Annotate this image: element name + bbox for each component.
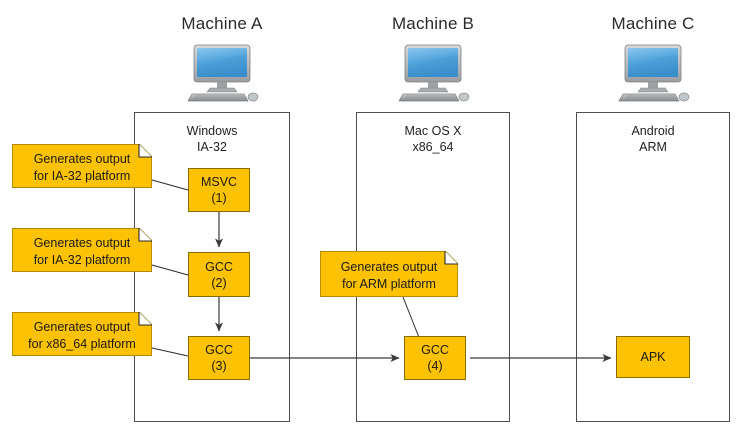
machine-c-os-arch: ARM [639, 140, 667, 154]
note-msvc[interactable]: Generates output for IA-32 platform [12, 144, 152, 188]
node-gcc-4-name: GCC [421, 343, 449, 357]
machine-b-title: Machine B [391, 14, 475, 33]
note-msvc-text: Generates output for IA-32 platform [12, 144, 152, 188]
note-gcc4-text: Generates output for ARM platform [320, 251, 458, 297]
note-gcc4-line1: Generates output [340, 259, 438, 274]
note-gcc3-line1: Generates output [33, 319, 131, 334]
machine-b-os-name: Mac OS X [404, 124, 462, 138]
machine-a-os-name: Windows [186, 124, 238, 138]
note-shape-icon [12, 228, 152, 272]
node-gcc-4[interactable]: GCC (4) [404, 336, 466, 380]
note-gcc3[interactable]: Generates output for x86_64 platform [12, 312, 152, 356]
node-apk-label: APK [640, 350, 666, 364]
node-gcc-2[interactable]: GCC (2) [188, 252, 250, 297]
note-gcc4[interactable]: Generates output for ARM platform [320, 251, 458, 297]
machine-c-os-label: Android ARM [577, 123, 729, 155]
machine-a-title: Machine A [181, 14, 263, 33]
note-shape-icon [320, 251, 458, 297]
machine-b-computer-icon [396, 43, 470, 103]
note-gcc2[interactable]: Generates output for IA-32 platform [12, 228, 152, 272]
machine-a-computer-icon [185, 43, 259, 103]
node-gcc-2-name: GCC [205, 259, 233, 274]
node-apk[interactable]: APK [616, 336, 690, 378]
node-gcc-3[interactable]: GCC (3) [188, 336, 250, 380]
note-gcc2-line1: Generates output [33, 235, 131, 250]
note-shape-icon [12, 144, 152, 188]
node-gcc-2-index: (2) [211, 275, 227, 290]
note-gcc2-text: Generates output for IA-32 platform [12, 228, 152, 272]
machine-a-os-arch: IA-32 [197, 140, 227, 154]
machine-c-os-name: Android [631, 124, 675, 138]
node-gcc-3-index: (3) [211, 359, 227, 373]
machine-b-os-label: Mac OS X x86_64 [357, 123, 509, 155]
machine-c-computer-icon [616, 43, 690, 103]
node-msvc-1[interactable]: MSVC (1) [188, 168, 250, 212]
machine-a-os-label: Windows IA-32 [135, 123, 289, 155]
note-gcc3-line2: for x86_64 platform [28, 336, 136, 351]
note-gcc4-line2: for ARM platform [342, 276, 436, 291]
note-msvc-line1: Generates output [33, 151, 131, 166]
note-msvc-line2: for IA-32 platform [33, 168, 131, 183]
note-gcc2-line2: for IA-32 platform [33, 252, 131, 267]
machine-c-title: Machine C [611, 14, 695, 33]
node-msvc-1-name: MSVC [200, 175, 238, 189]
node-msvc-1-index: (1) [211, 191, 227, 205]
node-gcc-3-name: GCC [205, 343, 233, 357]
note-shape-icon [12, 312, 152, 356]
note-gcc3-text: Generates output for x86_64 platform [12, 312, 152, 356]
node-gcc-4-index: (4) [427, 359, 443, 373]
machine-b-os-arch: x86_64 [412, 140, 454, 154]
